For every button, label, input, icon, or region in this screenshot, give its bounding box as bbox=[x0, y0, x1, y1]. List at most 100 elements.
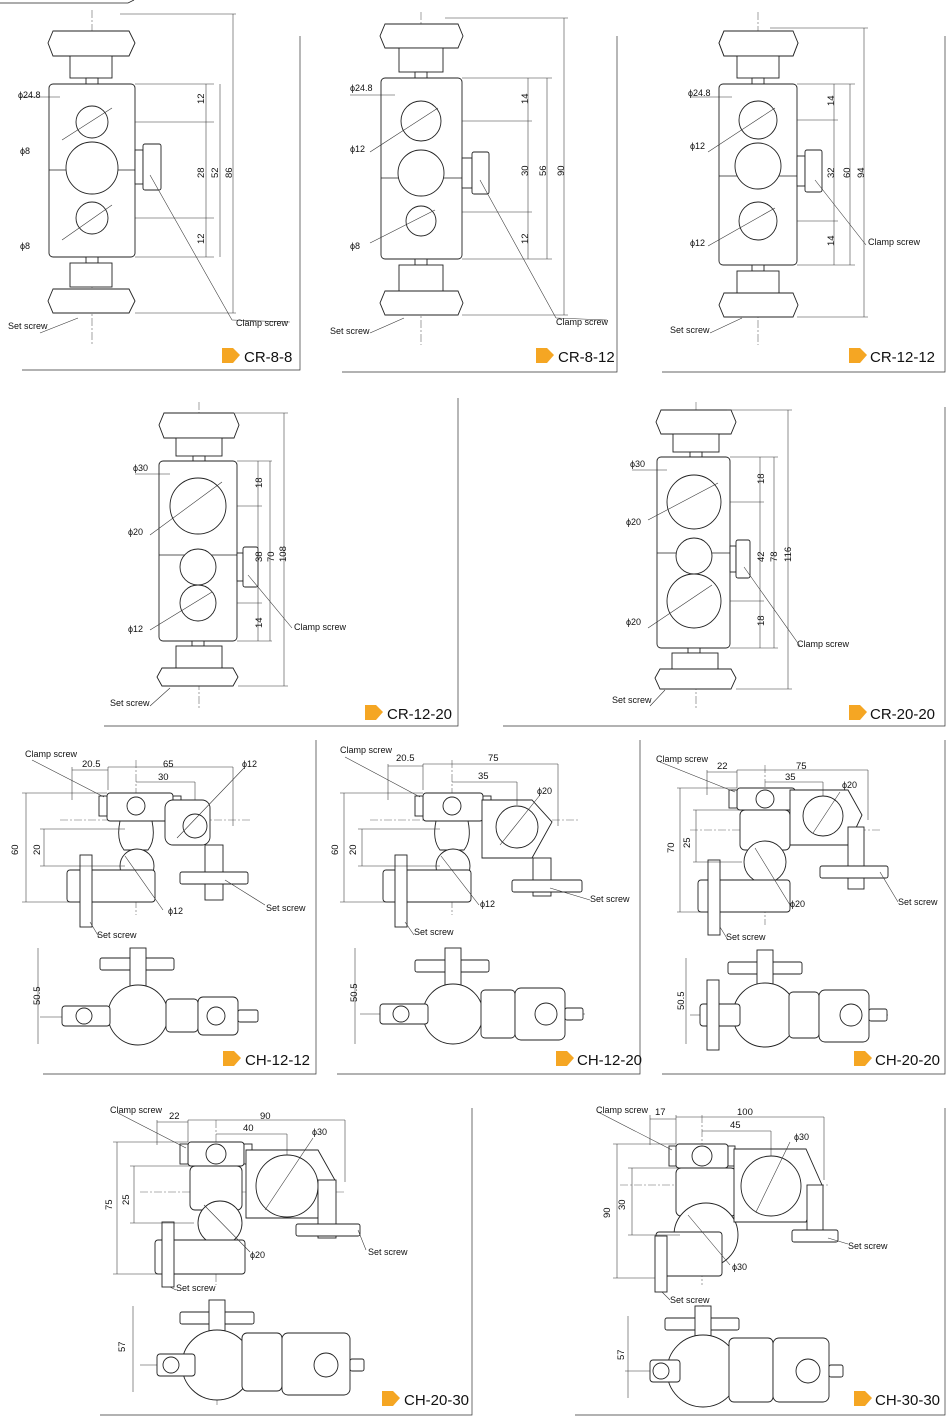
hole-top bbox=[738, 100, 778, 140]
dim-4: 86 bbox=[224, 167, 235, 178]
dim-2: 65 bbox=[163, 759, 174, 770]
panel-frame bbox=[100, 1108, 473, 1416]
label-1: Clamp screw bbox=[25, 749, 78, 759]
label-4: Set screw bbox=[110, 698, 150, 708]
screw-neck-top bbox=[69, 55, 113, 79]
product-tag-icon bbox=[536, 348, 554, 363]
label-3: ϕ20 bbox=[790, 899, 805, 909]
dim-5: 12 bbox=[520, 233, 531, 244]
label-2: ϕ20 bbox=[128, 527, 143, 537]
dim-6: 57 bbox=[616, 1349, 627, 1360]
set-screw-head-bottom bbox=[718, 292, 799, 318]
product-name: CH-12-20 bbox=[577, 1052, 642, 1069]
dim-2: 90 bbox=[260, 1111, 271, 1122]
dim-6: 50.5 bbox=[349, 984, 360, 1003]
product-name: CH-20-30 bbox=[404, 1392, 469, 1409]
label-1: Clamp screw bbox=[656, 754, 709, 764]
label-4: Set screw bbox=[368, 1247, 408, 1257]
set-screw-head-bottom bbox=[156, 667, 239, 687]
dim-4: 116 bbox=[783, 547, 794, 562]
label-3: ϕ8 bbox=[20, 241, 30, 251]
set-screw-head-bottom bbox=[47, 288, 136, 314]
hole-top bbox=[666, 474, 722, 530]
dim-4: 90 bbox=[602, 1207, 613, 1218]
label-3: ϕ12 bbox=[128, 624, 143, 634]
hole-bottom bbox=[179, 584, 217, 622]
hole-middle bbox=[65, 141, 119, 195]
dim-5: 20 bbox=[348, 844, 359, 855]
dim-4: 70 bbox=[666, 842, 677, 853]
label-3: ϕ20 bbox=[250, 1250, 265, 1260]
dim-5: 12 bbox=[196, 233, 207, 244]
dim-1: 14 bbox=[520, 93, 531, 104]
set-screw-head-top bbox=[158, 412, 240, 439]
panel-frame bbox=[662, 36, 946, 373]
label-1: ϕ30 bbox=[630, 459, 645, 469]
hole-middle bbox=[179, 548, 217, 586]
product-cr-8-12: 14 30 56 90 12 ϕ24.8 ϕ12 ϕ8 Set screw Cl… bbox=[330, 12, 618, 373]
product-name: CR-12-12 bbox=[870, 349, 935, 366]
screw-neck-bottom bbox=[69, 262, 113, 288]
dim-4: 108 bbox=[278, 546, 289, 562]
product-ch-20-20: 22 75 35 70 25 50.5 Clamp screw ϕ20 ϕ20 … bbox=[656, 740, 946, 1075]
dim-5: 18 bbox=[756, 615, 767, 626]
label-3: ϕ12 bbox=[480, 899, 495, 909]
clamp-screw-knob bbox=[471, 151, 490, 195]
dim-3: 35 bbox=[785, 772, 796, 783]
panel-frame bbox=[337, 740, 641, 1075]
panel-frame bbox=[575, 1108, 946, 1416]
label-2: ϕ12 bbox=[690, 141, 705, 151]
dim-2: 32 bbox=[826, 167, 837, 178]
hole-outer bbox=[182, 813, 208, 839]
dim-1: 18 bbox=[756, 473, 767, 484]
product-cr-12-20: 18 38 70 108 14 ϕ30 ϕ20 ϕ12 Set screw Cl… bbox=[104, 398, 459, 727]
label-5: Set screw bbox=[670, 1295, 710, 1305]
hole-middle bbox=[734, 142, 782, 190]
product-ch-20-30: 22 90 40 75 25 57 Clamp screw ϕ30 ϕ20 Se… bbox=[100, 1105, 473, 1416]
label-5: Set screw bbox=[726, 932, 766, 942]
panel-frame bbox=[104, 398, 459, 727]
screw-neck-bottom bbox=[398, 264, 444, 292]
product-cr-12-12: 14 32 60 94 14 ϕ24.8 ϕ12 ϕ12 Set screw C… bbox=[662, 12, 946, 373]
dim-5: 25 bbox=[121, 1194, 132, 1205]
dim-6: 50.5 bbox=[676, 992, 687, 1011]
label-2: ϕ20 bbox=[626, 517, 641, 527]
product-tag-icon bbox=[849, 348, 867, 363]
dim-1: 22 bbox=[717, 761, 728, 772]
label-2: ϕ20 bbox=[537, 786, 552, 796]
product-tag-icon bbox=[854, 1391, 872, 1406]
label-1: ϕ24.8 bbox=[350, 83, 373, 93]
hole-middle bbox=[675, 537, 713, 575]
dim-1: 14 bbox=[826, 95, 837, 106]
product-name: CR-8-8 bbox=[244, 349, 292, 366]
set-screw-head-bottom bbox=[654, 668, 737, 690]
dim-3: 52 bbox=[210, 167, 221, 178]
label-1: Clamp screw bbox=[340, 745, 393, 755]
product-name: CR-8-12 bbox=[558, 349, 615, 366]
product-cr-8-8: 12 28 52 86 12 ϕ24.8 ϕ8 ϕ8 Set screw Cla… bbox=[8, 10, 301, 371]
set-screw-head-top bbox=[655, 409, 737, 435]
clamp-screw-knob bbox=[142, 143, 162, 191]
label-5: Set screw bbox=[97, 930, 137, 940]
hole-bottom bbox=[666, 573, 722, 629]
label-4: Set screw bbox=[612, 695, 652, 705]
dim-5: 25 bbox=[682, 837, 693, 848]
dim-1: 12 bbox=[196, 93, 207, 104]
set-screw-head-top bbox=[379, 23, 464, 49]
product-name: CR-12-20 bbox=[387, 706, 452, 723]
dim-3: 70 bbox=[266, 551, 277, 562]
label-5: Clamp screw bbox=[556, 317, 609, 327]
hole-bottom bbox=[75, 201, 109, 235]
dim-1: 20.5 bbox=[82, 759, 101, 770]
product-ch-30-30: 17 100 45 90 30 57 Clamp screw ϕ30 ϕ30 S… bbox=[575, 1105, 946, 1416]
set-screw-horizontal bbox=[179, 871, 249, 885]
label-4: Set screw bbox=[848, 1241, 888, 1251]
label-2: ϕ12 bbox=[242, 759, 257, 769]
dim-2: 38 bbox=[254, 551, 265, 562]
dim-3: 60 bbox=[842, 167, 853, 178]
dim-3: 35 bbox=[478, 771, 489, 782]
hole-middle bbox=[397, 149, 445, 197]
label-2: ϕ20 bbox=[842, 780, 857, 790]
clamp-neck bbox=[118, 820, 154, 851]
